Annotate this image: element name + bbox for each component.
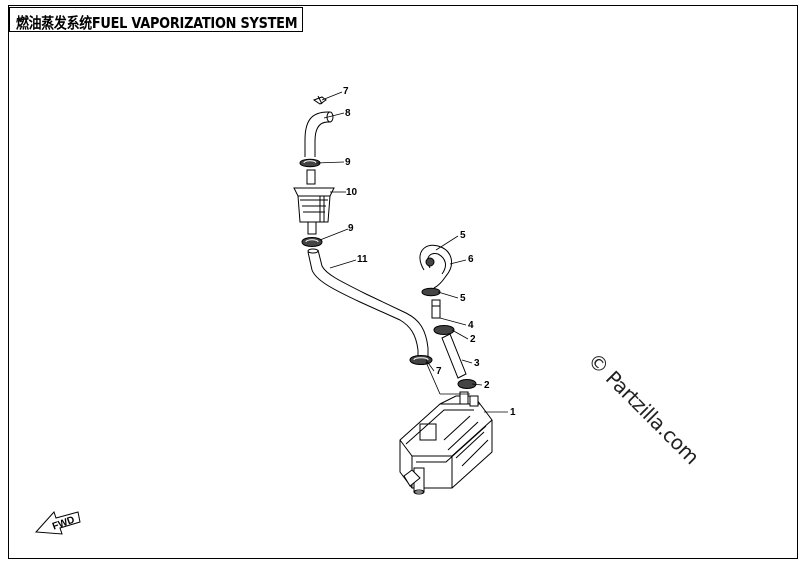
callout-9-lower: 9	[348, 223, 354, 234]
diagram-title: 燃油蒸发系统FUEL VAPORIZATION SYSTEM	[16, 14, 298, 32]
part-10-filter[interactable]	[293, 169, 335, 235]
part-1-canister[interactable]	[399, 391, 493, 495]
callout-8: 8	[345, 108, 351, 119]
part-4-connector[interactable]	[431, 299, 441, 319]
callout-7-lower: 7	[436, 366, 442, 377]
title-box	[9, 7, 303, 32]
callout-10: 10	[346, 187, 358, 198]
callout-9-upper: 9	[345, 157, 351, 168]
callout-1: 1	[510, 407, 516, 418]
callout-2-lower: 2	[484, 380, 490, 391]
callout-6: 6	[468, 254, 474, 265]
part-6-loop-hose[interactable]	[419, 244, 453, 289]
callout-5-upper: 5	[460, 230, 466, 241]
part-9-clamp-lower[interactable]	[301, 237, 323, 247]
part-11-hose[interactable]	[307, 248, 429, 358]
callout-3: 3	[474, 358, 480, 369]
callout-2-upper: 2	[470, 334, 476, 345]
callout-4: 4	[468, 320, 474, 331]
drawing-frame	[8, 5, 798, 559]
part-7-clip-top[interactable]	[312, 95, 327, 105]
callout-5-lower: 5	[460, 293, 466, 304]
fwd-arrow	[34, 511, 81, 535]
part-8-hose[interactable]	[304, 111, 334, 157]
callout-7-top: 7	[343, 86, 349, 97]
callout-11: 11	[357, 254, 368, 265]
part-5-clamp-lower[interactable]	[421, 287, 441, 297]
leader-lines	[315, 91, 508, 413]
part-2-clamp-upper[interactable]	[433, 325, 455, 335]
part-3-tube[interactable]	[441, 333, 467, 379]
